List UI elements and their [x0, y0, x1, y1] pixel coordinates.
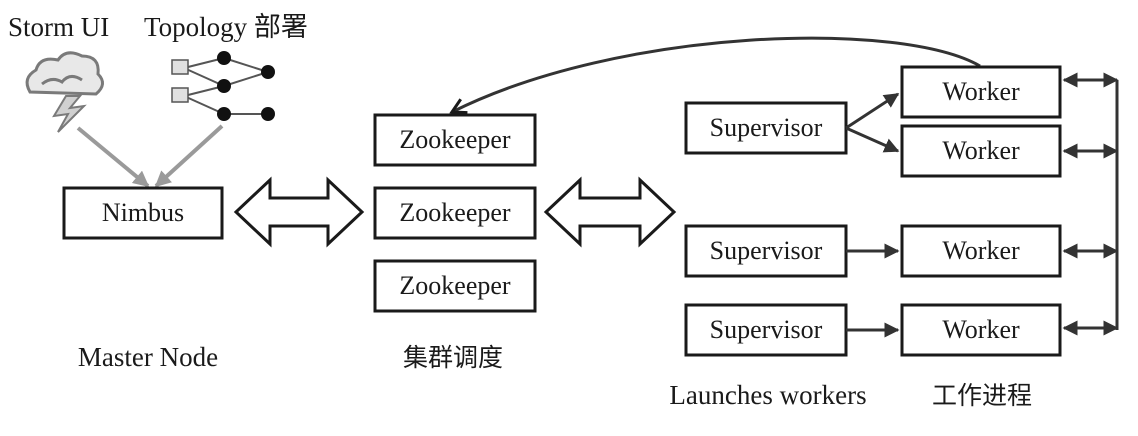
worker-process-label: 工作进程: [932, 381, 1032, 410]
supervisor-label: Supervisor: [710, 236, 823, 265]
storm-ui-to-nimbus-arrow: [76, 126, 150, 188]
worker-node-2: Worker: [900, 124, 1062, 178]
zookeeper-label: Zookeeper: [399, 125, 511, 154]
worker-node-4: Worker: [900, 303, 1062, 357]
supervisor-node-3: Supervisor: [684, 303, 848, 357]
zookeeper-node-1: Zookeeper: [373, 113, 537, 167]
worker-to-zookeeper-curve-arrow: [452, 36, 981, 112]
storm-ui-label: Storm UI: [8, 12, 109, 42]
worker-label: Worker: [942, 315, 1020, 344]
supervisor1-to-worker2-arrow: [845, 126, 900, 153]
nimbus-node: Nimbus: [62, 186, 224, 240]
worker-label: Worker: [942, 236, 1020, 265]
supervisor1-to-worker1-arrow: [845, 92, 900, 130]
zookeeper-supervisor-double-arrow: [543, 176, 677, 248]
nimbus-label: Nimbus: [102, 198, 184, 227]
supervisor-node-1: Supervisor: [684, 101, 848, 155]
supervisor-label: Supervisor: [710, 113, 823, 142]
topology-to-nimbus-arrow: [154, 124, 224, 188]
supervisor-node-2: Supervisor: [684, 224, 848, 278]
worker-node-1: Worker: [900, 65, 1062, 119]
worker-node-3: Worker: [900, 224, 1062, 278]
zookeeper-node-2: Zookeeper: [373, 186, 537, 240]
zookeeper-label: Zookeeper: [399, 271, 511, 300]
master-node-label: Master Node: [78, 342, 218, 372]
supervisor-label: Supervisor: [710, 315, 823, 344]
worker-label: Worker: [942, 77, 1020, 106]
topology-graph-icon: [171, 51, 275, 121]
storm-cloud-lightning-icon: [25, 51, 104, 133]
worker-label: Worker: [942, 136, 1020, 165]
cluster-scheduling-label: 集群调度: [403, 343, 503, 372]
topology-deploy-label: Topology 部署: [144, 12, 308, 42]
launches-workers-label: Launches workers: [669, 380, 866, 410]
zookeeper-node-3: Zookeeper: [373, 259, 537, 313]
zookeeper-label: Zookeeper: [399, 198, 511, 227]
nimbus-zookeeper-double-arrow: [233, 176, 365, 248]
